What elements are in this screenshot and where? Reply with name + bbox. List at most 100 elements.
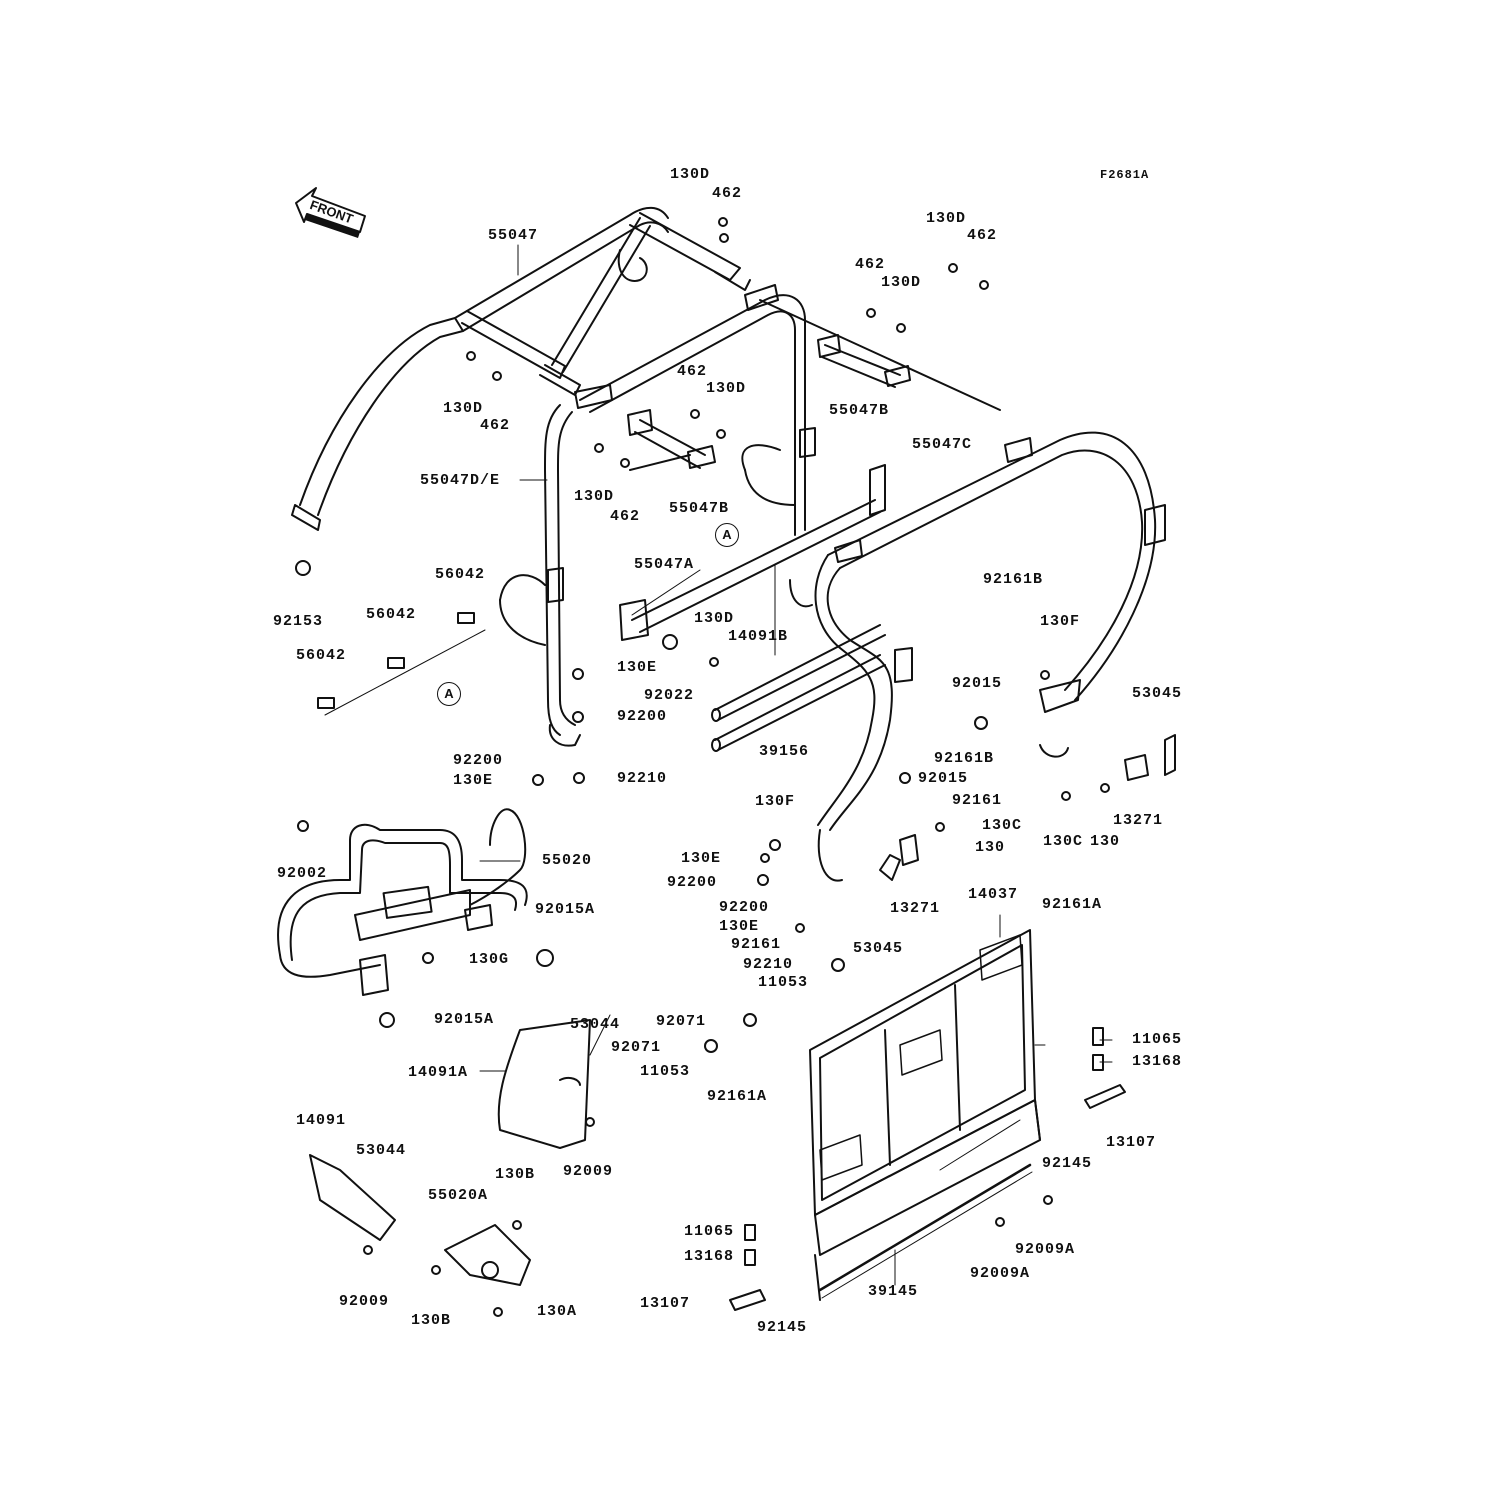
part-label: 55020: [542, 852, 593, 869]
part-label: 130C: [1043, 833, 1084, 850]
part-label: 92071: [611, 1039, 662, 1056]
part-label: 130F: [755, 793, 796, 810]
part-label: 53045: [1132, 685, 1183, 702]
part-label: 13271: [890, 900, 941, 917]
part-label: 55047: [488, 227, 539, 244]
part-label: 14091A: [408, 1064, 469, 1081]
part-label: 92002: [277, 865, 328, 882]
part-label: 56042: [296, 647, 347, 664]
part-label: 14037: [968, 886, 1019, 903]
skid-plate-14091: [309, 1154, 396, 1241]
part-label: 130D: [881, 274, 922, 291]
part-label: 92210: [617, 770, 668, 787]
part-label: 55047A: [634, 556, 695, 573]
part-label: 92200: [453, 752, 504, 769]
part-label: 462: [855, 256, 886, 273]
part-label: 53044: [356, 1142, 407, 1159]
part-label: 92200: [667, 874, 718, 891]
part-label: 462: [677, 363, 708, 380]
part-label: 92161B: [983, 571, 1044, 588]
part-label: 92009: [563, 1163, 614, 1180]
part-label: 130E: [681, 850, 722, 867]
stickers-56042: [317, 612, 486, 716]
part-label: 56042: [435, 566, 486, 583]
part-label: 92161A: [1042, 896, 1103, 913]
part-label: 92200: [617, 708, 668, 725]
part-label: 130D: [670, 166, 711, 183]
part-label: 92153: [273, 613, 324, 630]
skid-plate-55020A: [444, 1224, 531, 1286]
part-label: 11065: [1132, 1031, 1183, 1048]
hinge-pin-right: [1084, 1027, 1126, 1109]
part-label: 130D: [926, 210, 967, 227]
figure-code: F2681A: [1100, 168, 1150, 182]
part-label: 130: [1090, 833, 1121, 850]
part-label: 130C: [982, 817, 1023, 834]
part-label: 13271: [1113, 812, 1164, 829]
part-label: 130B: [411, 1312, 452, 1329]
callout-a-upper: A: [715, 523, 739, 547]
part-label: 13107: [1106, 1134, 1157, 1151]
bars-39156: [711, 624, 886, 752]
part-label: 92015: [918, 770, 969, 787]
part-label: 55047D/E: [420, 472, 501, 489]
front-bumper-55020: [277, 808, 528, 996]
crossbar-55047B-lower: [627, 409, 716, 471]
part-label: 11053: [758, 974, 809, 991]
grab-handle-left: [499, 574, 546, 646]
part-label: 11053: [640, 1063, 691, 1080]
part-label: 14091B: [728, 628, 789, 645]
part-label: 92015: [952, 675, 1003, 692]
part-label: 130A: [537, 1303, 578, 1320]
part-label: 92145: [1042, 1155, 1093, 1172]
part-label: 92015A: [535, 901, 596, 918]
part-label: 462: [967, 227, 998, 244]
part-label: 130D: [706, 380, 747, 397]
tie-bar-55047A: [619, 464, 886, 641]
crossbar-55047B-upper: [759, 299, 1001, 411]
part-label: 92009A: [970, 1265, 1031, 1282]
part-label: 130: [975, 839, 1006, 856]
part-label: 92210: [743, 956, 794, 973]
part-label: 92200: [719, 899, 770, 916]
fasteners: [295, 217, 1110, 1317]
part-label: 462: [712, 185, 743, 202]
skid-plate-14091A: [497, 1019, 591, 1149]
part-label: 130G: [469, 951, 510, 968]
latch-53045-center: [879, 834, 919, 881]
part-label: 92161: [952, 792, 1003, 809]
part-label: 13168: [684, 1248, 735, 1265]
part-label: 92015A: [434, 1011, 495, 1028]
part-label: 14091: [296, 1112, 347, 1129]
part-label: 39156: [759, 743, 810, 760]
part-label: 92161A: [707, 1088, 768, 1105]
part-label: 130F: [1040, 613, 1081, 630]
leader-lines: [479, 244, 1113, 1286]
part-label: 56042: [366, 606, 417, 623]
part-label: 92009A: [1015, 1241, 1076, 1258]
part-label: 130B: [495, 1166, 536, 1183]
part-label: 130E: [617, 659, 658, 676]
part-label: 92161: [731, 936, 782, 953]
part-label: 55047B: [669, 500, 730, 517]
part-label: 53044: [570, 1016, 621, 1033]
part-label: 130D: [694, 610, 735, 627]
part-label: 130D: [443, 400, 484, 417]
callout-a-lower: A: [437, 682, 461, 706]
part-label: 53045: [853, 940, 904, 957]
part-label: 92145: [757, 1319, 808, 1336]
hinge-pin-left: [729, 1224, 766, 1311]
front-arrow-icon: [295, 187, 366, 238]
part-label: 11065: [684, 1223, 735, 1240]
part-label: 92071: [656, 1013, 707, 1030]
part-label: 130D: [574, 488, 615, 505]
part-label: 462: [610, 508, 641, 525]
part-label: 55047C: [912, 436, 973, 453]
part-label: 39145: [868, 1283, 919, 1300]
part-label: 13168: [1132, 1053, 1183, 1070]
part-label: 130E: [719, 918, 760, 935]
part-label: 92022: [644, 687, 695, 704]
part-label: 462: [480, 417, 511, 434]
tail-gate-14037: [809, 929, 1041, 1301]
